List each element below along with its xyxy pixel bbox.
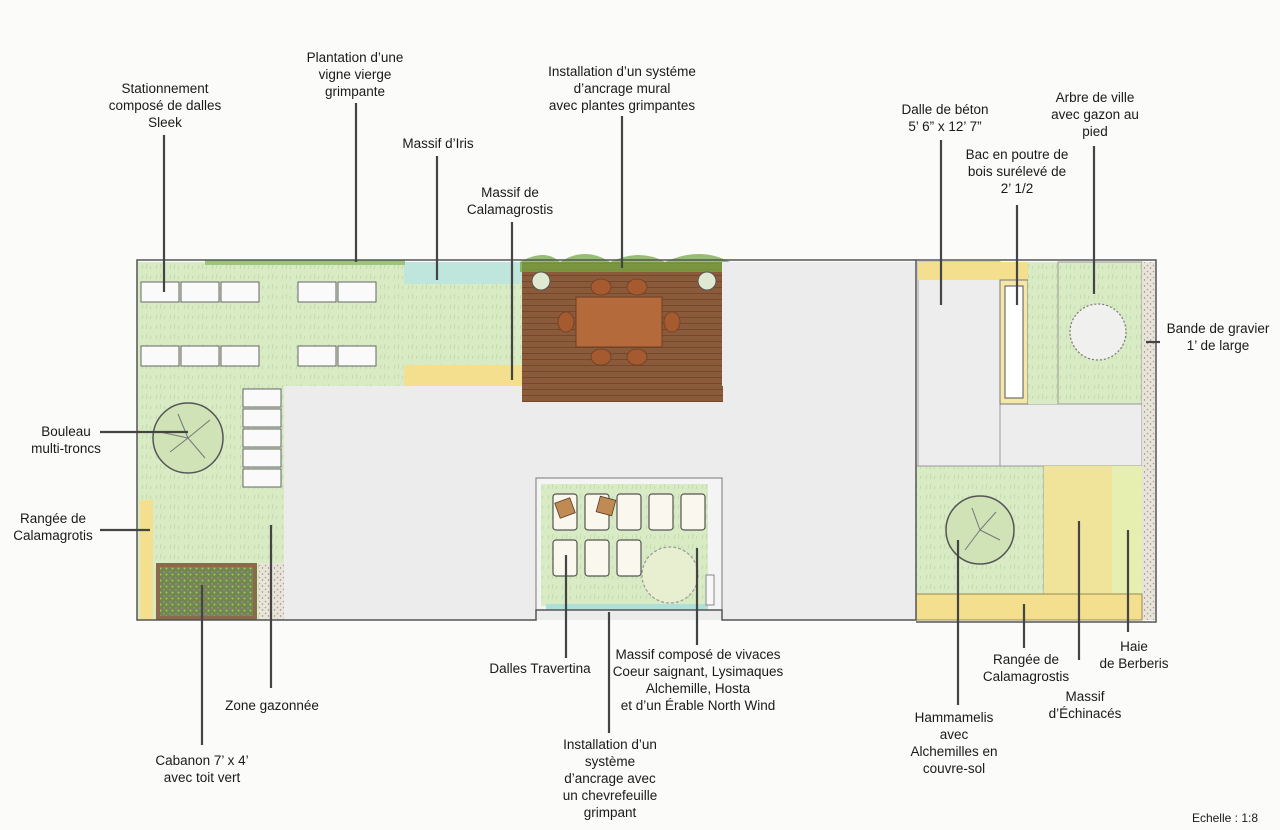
label-rangee-calamagrotis: Rangée de Calamagrotis — [13, 511, 93, 543]
label-berberis: Haie de Berberis — [1099, 639, 1169, 671]
birch-tree-icon — [152, 402, 224, 474]
garden-chairs-icon — [554, 495, 617, 519]
label-stationnement: Stationnement composé de dalles Sleek — [108, 81, 222, 130]
iris-bed — [404, 262, 522, 284]
label-ancrage-mural: Installation d’un systéme d’ancrage mura… — [548, 64, 696, 113]
dining-table-icon — [557, 278, 681, 366]
label-dalle-beton: Dalle de béton 5’ 6” x 12’ 7” — [901, 102, 989, 134]
label-iris: Massif d’Iris — [402, 136, 474, 151]
planter-right-icon — [697, 271, 717, 291]
deck — [520, 254, 730, 402]
label-cabanon: Cabanon 7’ x 4’ avec toit vert — [155, 753, 249, 785]
planter-left-icon — [531, 271, 551, 291]
label-dalles-travertina: Dalles Travertina — [489, 661, 591, 676]
concrete-slab-lower — [999, 403, 1143, 467]
label-hammamelis: Hammamelis avec Alchemilles en couvre-so… — [910, 710, 998, 776]
shed-green-roof — [156, 563, 257, 620]
sleek-slabs — [140, 281, 377, 367]
left-section — [137, 260, 916, 620]
label-rangee-calamagrostis: Rangée de Calamagrostis — [982, 652, 1070, 684]
label-echinaces: Massif d’Échinacés — [1048, 689, 1122, 721]
label-ancrage-chevrefeuille: Installation d’un système d’ancrage avec… — [562, 737, 658, 820]
label-bac-poutre: Bac en poutre de bois surélevé de 2’ 1/2 — [965, 147, 1069, 196]
label-calamagrostis-massif: Massif de Calamagrostis — [466, 185, 554, 217]
label-arbre-ville: Arbre de ville avec gazon au pied — [1051, 90, 1139, 139]
raised-bed-inner — [1004, 285, 1024, 399]
leader-lines — [100, 103, 1160, 745]
maple-tree-icon — [641, 546, 699, 604]
label-bouleau: Bouleau multi-troncs — [31, 424, 101, 456]
calamagrostis-row-right — [915, 593, 1143, 621]
city-tree-icon — [1069, 303, 1127, 361]
vine-strip — [205, 260, 405, 265]
right-section — [915, 261, 1156, 621]
concrete-slab — [917, 261, 1001, 467]
calamagrostis-bed — [404, 365, 522, 386]
scale-label: Echelle : 1:8 — [1191, 811, 1258, 825]
travertina-block — [535, 477, 723, 611]
calamagrotis-row — [140, 500, 153, 620]
label-bande-gravier: Bande de gravier 1’ de large — [1166, 321, 1270, 353]
label-zone-gazonnee: Zone gazonnée — [225, 698, 319, 713]
label-massif-vivaces: Massif composé de vivaces Coeur saignant… — [612, 647, 784, 713]
paved-top — [722, 262, 916, 386]
label-vigne: Plantation d’une vigne vierge grimpante — [306, 50, 404, 99]
stepping-slabs — [242, 388, 282, 488]
climbing-plants-icon — [520, 254, 730, 272]
gravel-strip-right — [1142, 262, 1156, 620]
